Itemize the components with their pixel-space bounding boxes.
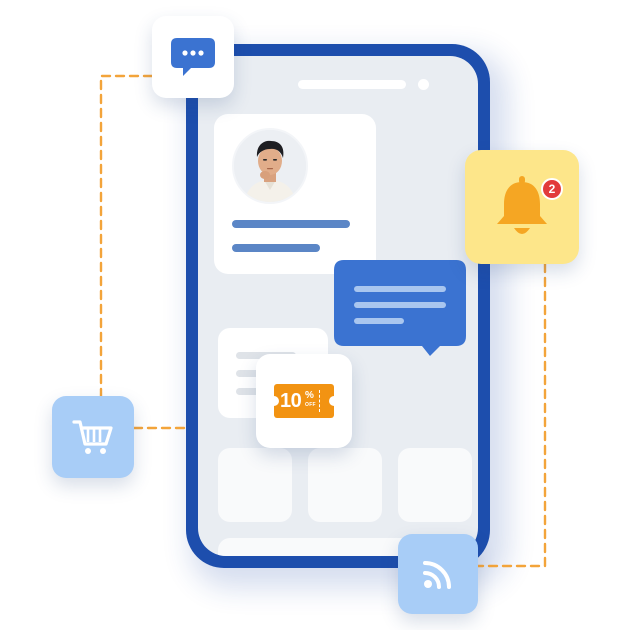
app-tile [218,448,292,522]
profile-name-line [232,220,350,228]
avatar [232,128,308,204]
notification-tile: 2 [465,150,579,264]
coupon-divider [319,390,320,412]
profile-card [214,114,376,274]
app-tile [398,448,472,522]
chat-icon [171,38,215,76]
rss-icon [423,561,451,589]
profile-detail-line [232,244,320,252]
phone-camera [418,79,429,90]
cart-icon [72,420,113,454]
connector-chat-cart [50,74,154,422]
rss-tile [398,534,478,614]
avatar-photo [234,130,306,202]
coupon-tile: 10 % OFF [256,354,352,448]
coupon-icon: 10 % OFF [269,384,339,418]
coupon-off-label: OFF [305,402,316,408]
phone-speaker [298,80,406,89]
notification-badge: 2 [541,178,563,200]
chat-tile [152,16,234,98]
coupon-percent: % [305,390,314,401]
message-bubble [334,260,466,356]
bell-icon [497,176,547,234]
cart-tile [52,396,134,478]
connector-bell-rss [476,262,547,568]
app-tile [308,448,382,522]
coupon-number: 10 [280,390,302,412]
